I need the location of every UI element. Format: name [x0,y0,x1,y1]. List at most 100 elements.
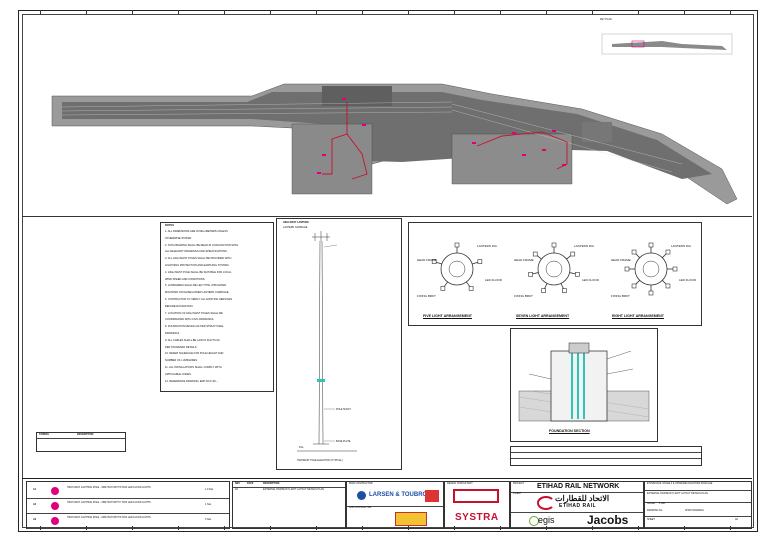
luminaire-mark [454,242,460,248]
key-plan-label: KEY PLAN [600,18,612,21]
arrangement-label: FIXING BRKT [417,294,436,298]
ruler-tick [132,10,133,14]
luminaire-mark [631,283,637,289]
schedule-qty: 1 Nos [205,503,212,506]
etihad-rail-name: ETIHAD RAIL [559,503,597,509]
status-label: SHOP DRAWING [685,509,704,512]
schedule-desc: HIGH MAST LIGHTING POLE - 30M HIGH WITH … [67,486,151,489]
notes-line: 9. ALL CABLES SHALL BE LAID IN DUCTS AS [165,338,220,342]
rev-row-desc: EXTERNAL HIGHMAST LIGHT LAYOUT DETAILS P… [263,488,324,491]
project-client-cell: PROJECT ETIHAD RAIL NETWORK CLIENT الاتح… [510,481,644,529]
reference-table [510,446,702,466]
etihad-logo-icon [537,496,555,510]
pole-symbol-icon [51,487,59,495]
arrangement-label: FIXING BRKT [514,294,533,298]
notes-line: 5. LUMINAIRES SHALL BE LED TYPE, IP66 RA… [165,284,227,288]
foundation-section-drawing [518,342,650,422]
luminaire-mark [575,272,580,277]
pole-elevation-drawing [297,231,357,452]
ruler-tick [500,526,501,530]
main-contractor-label: MAIN CONTRACTOR [349,482,373,485]
schedule-qty: 1.0 Nos [205,488,214,491]
ruler-tick [454,526,455,530]
eight-light-caption: EIGHT LIGHT ARRANGEMENT [612,314,664,318]
sheet-outer-frame [18,10,758,532]
sub-contractor-logo-icon [395,512,427,526]
rev-header-desc: DESCRIPTION [263,482,280,485]
arrangement-label: LANTERN DIA [574,244,594,248]
ruler-tick [270,526,271,530]
notes-line: 4. HIGH MAST POLE SHALL BE SUITABLE FOR … [165,270,232,274]
luminaire-mark [431,259,437,264]
drawing-no-label: DRAWING No. [647,509,663,512]
luminaire-mark [551,242,557,248]
rev-header-date: DATE [247,482,254,485]
schedule-ref: A3 [33,518,37,521]
notes-panel: NOTES 1. ALL DIMENSIONS ARE IN MILLIMETE… [160,222,274,392]
pole-elevation-panel: HIGH MAST LANTERN LANTERN CARRIAGE POLE … [276,218,402,470]
pole-base-label: BASE PLATE [336,440,351,443]
luminaire-mark [440,286,446,291]
luminaire-mark [624,266,630,272]
schedule-desc: HIGH MAST LIGHTING POLE - 20M HIGH WITH … [67,516,151,519]
notes-line: DRAWINGS. [165,332,180,335]
notes-line: 3. ALL HIGH MAST POLES SHALL BE PROVIDED… [165,257,232,261]
scale-value: 1:500 [659,502,665,505]
arrangement-label: HEAD FRAME [514,258,534,262]
ruler-tick [316,526,317,530]
egis-logo: egis [538,515,555,525]
pole-symbol-icon [51,502,59,510]
design-consultant-cell: DESIGN CONSULTANT SYSTRA [444,481,510,529]
sub-contractor-label: SUB CONTRACTOR [349,506,372,509]
notes-line: OTHERWISE STATED. [165,236,192,240]
ruler-tick [86,526,87,530]
notes-line: 2. THIS DRAWING SHALL BE READ IN CONJUNC… [165,243,239,247]
notes-line: 11. ALL INSTALLATIONS SHALL COMPLY WITH [165,366,222,369]
site-layout-plan [51,33,738,205]
luminaire-mark [648,290,654,296]
pole-fgl-label: FGL [299,446,304,449]
notes-line: 10. REFER SCHEDULE FOR POLE HEIGHT AND [165,352,224,356]
etihad-arabic: الاتحاد للقطارات [555,494,610,503]
pole-carriage-label: LANTERN CARRIAGE [283,226,308,229]
foundation-panel: FOUNDATION SECTION [510,328,658,442]
ruler-tick [362,526,363,530]
ruler-tick [546,10,547,14]
ruler-tick [592,10,593,14]
luminaire-mark [665,283,671,289]
ruler-tick [500,10,501,14]
ruler-tick [408,526,409,530]
notes-line: 8. FOUNDATION DESIGN AS PER STRUCTURAL [165,325,224,329]
project-label: PROJECT [513,482,525,485]
luminaire-mark [468,286,474,291]
notes-line: COORDINATED WITH CIVIL DRAWINGS. [165,318,215,322]
notes-line: LIGHTNING PROTECTION AND EARTHING SYSTEM… [165,264,230,267]
luminaire-mark [665,249,671,255]
pole-symbol-icon [51,517,59,525]
scale-label: SCALE [647,502,655,505]
ruler-tick [362,10,363,14]
luminaire-mark [532,251,538,257]
luminaire-mark [562,288,567,293]
notes-line: APPLICABLE CODES. [165,372,192,376]
luminaire-mark [570,251,576,257]
notes-line: BEFORE EXCAVATION. [165,304,194,308]
notes-line: ALL RELEVANT DRAWINGS AND SPECIFICATIONS… [165,250,228,254]
ruler-tick [224,526,225,530]
schedule-row: A3 HIGH MAST LIGHTING POLE - 20M HIGH WIT… [27,514,229,529]
sheet-inner-frame [22,14,754,528]
rev-header-rev: REV [235,482,240,485]
lt-logo-icon [357,491,366,500]
legend-header-symbol: SYMBOL [39,433,50,436]
ruler-tick [316,10,317,14]
ruler-tick [224,10,225,14]
project-title: ETIHAD RAIL STAGE 2 & UPGRADE FACILITIES… [647,482,713,485]
notes-line: WIND SPEED AND CONDITIONS. [165,277,206,281]
ruler-tick [638,10,639,14]
notes-line: 6. CONTRACTOR TO VERIFY ALL EXISTING SER… [165,298,233,301]
luminaire-mark [672,266,678,272]
